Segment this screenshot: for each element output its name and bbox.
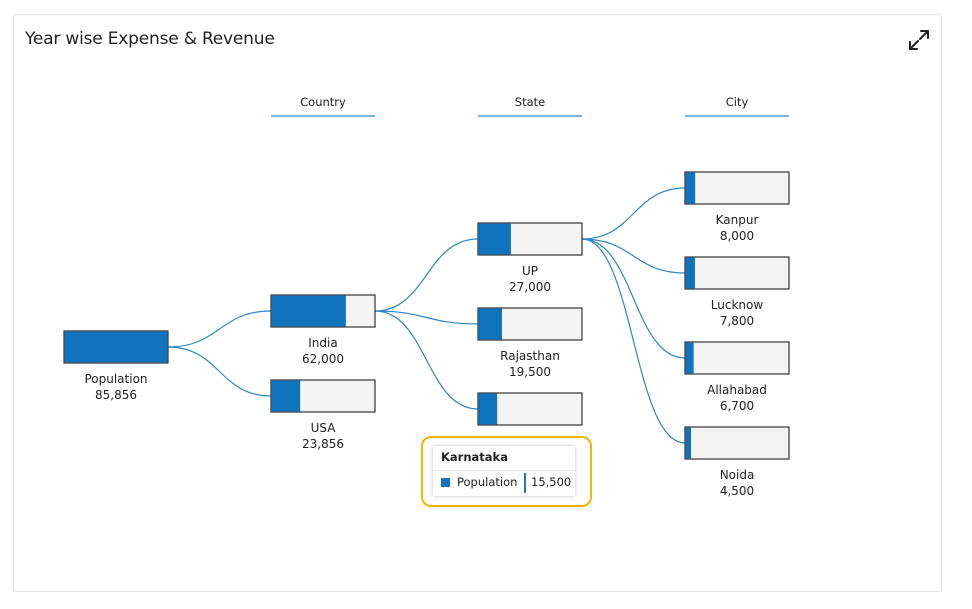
link-india-up: [374, 238, 479, 312]
link-population-usa: [167, 346, 272, 397]
node-kanpur-bar: [685, 172, 696, 204]
node-india-bar: [271, 295, 346, 327]
link-india-rajasthan: [374, 310, 479, 325]
node-india-value: 62,000: [302, 352, 344, 366]
node-noida-value: 4,500: [720, 484, 754, 498]
level-header-country: Country: [300, 95, 346, 109]
node-population-bar: [64, 331, 168, 363]
tooltip-value: 15,500: [531, 475, 572, 489]
node-allahabad-bar: [685, 342, 694, 374]
link-india-karnataka: [374, 310, 479, 410]
node-population-label: Population: [84, 372, 147, 386]
tooltip: Karnataka Population 15,500: [433, 446, 575, 496]
expand-arrows-icon[interactable]: [906, 27, 932, 53]
node-india-label: India: [308, 336, 337, 350]
node-kanpur-value: 8,000: [720, 229, 754, 243]
level-header-state: State: [515, 95, 545, 109]
tooltip-separator: [433, 470, 575, 471]
node-rajasthan-bar: [478, 308, 502, 340]
node-up-value: 27,000: [509, 280, 551, 294]
node-allahabad-label: Allahabad: [707, 383, 767, 397]
node-kanpur-label: Kanpur: [716, 213, 759, 227]
link-up-allahabad: [581, 238, 686, 359]
node-lucknow-track: [684, 256, 790, 290]
node-lucknow-bar: [685, 257, 695, 289]
node-up-bar: [478, 223, 511, 255]
tooltip-title: Karnataka: [441, 450, 508, 464]
tooltip-highlight: Karnataka Population 15,500: [421, 436, 592, 507]
node-population-value: 85,856: [95, 388, 137, 402]
tooltip-divider: [524, 473, 526, 493]
link-population-india: [167, 310, 272, 348]
node-usa-label: USA: [311, 421, 337, 435]
node-allahabad-value: 6,700: [720, 399, 754, 413]
level-header-city: City: [726, 95, 749, 109]
tooltip-series-name: Population: [457, 475, 518, 489]
node-usa-value: 23,856: [302, 437, 344, 451]
link-up-kanpur: [581, 187, 686, 240]
node-noida-track: [684, 426, 790, 460]
node-rajasthan-value: 19,500: [509, 365, 551, 379]
link-up-lucknow: [581, 238, 686, 274]
node-lucknow-label: Lucknow: [711, 298, 764, 312]
node-noida-label: Noida: [720, 468, 755, 482]
node-rajasthan-label: Rajasthan: [500, 349, 560, 363]
node-karnataka-bar: [478, 393, 498, 425]
link-up-noida: [581, 238, 686, 444]
node-lucknow-value: 7,800: [720, 314, 754, 328]
chart-title: Year wise Expense & Revenue: [25, 29, 275, 49]
node-usa-bar: [271, 380, 301, 412]
node-allahabad-track: [684, 341, 790, 375]
node-kanpur-track: [684, 171, 790, 205]
node-up-label: UP: [522, 264, 538, 278]
node-noida-bar: [685, 427, 691, 459]
tooltip-series-swatch: [441, 478, 450, 487]
